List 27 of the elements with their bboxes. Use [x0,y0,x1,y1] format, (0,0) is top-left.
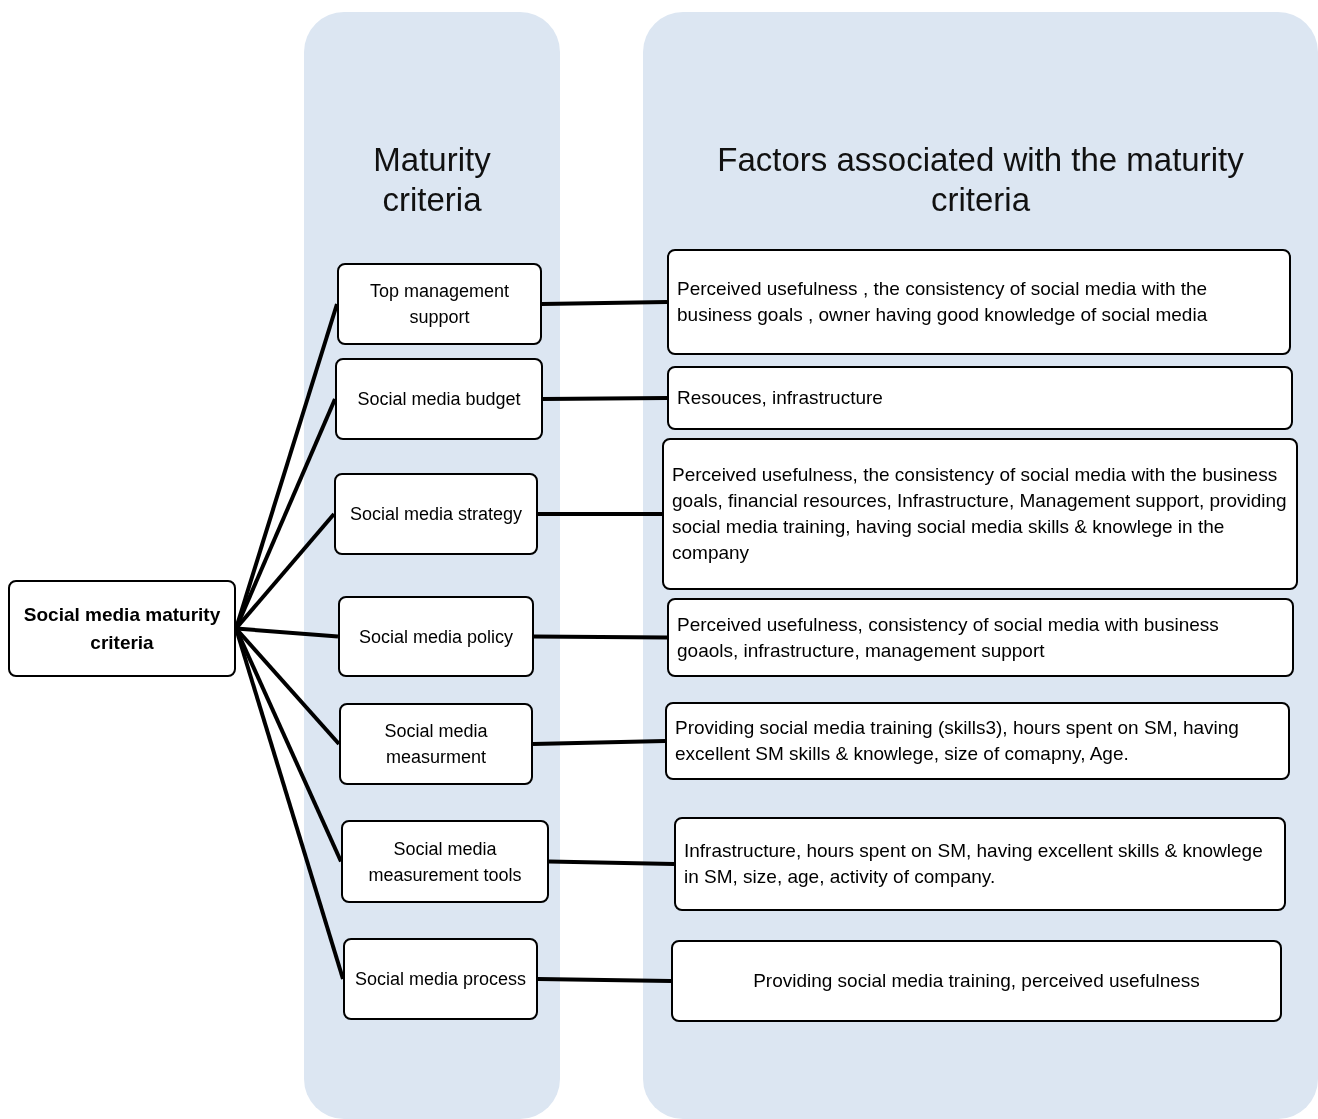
criterion-box: Social media measurement tools [341,820,549,903]
criterion-box: Social media process [343,938,538,1020]
column-band [304,12,560,1119]
criterion-box: Social media measurment [339,703,533,785]
connector-line [235,626,339,639]
factor-box: Perceived usefulness, the consistency of social media with the business goals, financial resources, Infrastructure, Management support, providing social media training, having social media skills & knowlege in the company [662,438,1298,590]
criterion-box: Social media strategy [334,473,538,555]
factor-box: Providing social media training, perceived usefulness [671,940,1282,1022]
root-box: Social media maturity criteria [8,580,236,677]
column-heading: Factors associated with the maturity criteria [716,140,1245,220]
criterion-box: Top management support [337,263,542,345]
column-band [643,12,1318,1119]
connector-line [538,512,662,516]
criterion-box: Social media budget [335,358,543,440]
factor-box: Infrastructure, hours spent on SM, having excellent skills & knowlege in SM, size, age, activity of company. [674,817,1286,911]
connector-line [532,739,666,746]
connector-line [548,859,675,866]
column-heading: Maturity criteria [372,140,492,220]
connector-line [534,634,667,640]
connector-line [543,396,667,401]
factor-box: Providing social media training (skills3), hours spent on SM, having excellent SM skills & knowlege, size of comapny, Age. [665,702,1290,780]
connector-line [541,300,668,306]
factor-box: Resouces, infrastructure [667,366,1293,430]
factor-box: Perceived usefulness, consistency of social media with business goaols, infrastructure, management support [667,598,1294,677]
connector-line [537,977,672,983]
factor-box: Perceived usefulness , the consistency of social media with the business goals , owner having good knowledge of social media [667,249,1291,355]
criterion-box: Social media policy [338,596,534,677]
